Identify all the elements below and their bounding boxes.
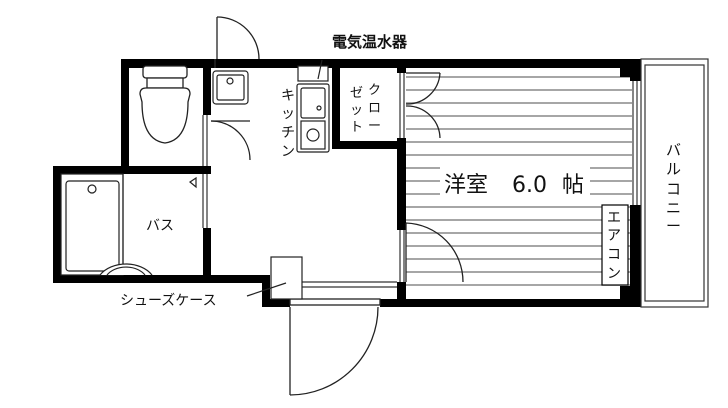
svg-text:ン: ン — [607, 266, 621, 282]
svg-text:ゼ: ゼ — [350, 86, 363, 101]
bath-label: バス — [146, 218, 174, 234]
svg-text:帖: 帖 — [562, 173, 584, 198]
svg-text:エ: エ — [607, 210, 621, 226]
svg-text:洋室: 洋室 — [444, 173, 488, 198]
room-label-bg — [440, 165, 590, 199]
svg-text:ー: ー — [368, 119, 381, 134]
kitchen-label: キ ッ チ ン — [281, 88, 295, 160]
room-floor-stripes — [406, 76, 632, 286]
toilet-fixture — [139, 65, 191, 144]
doors — [210, 16, 464, 396]
svg-text:キ: キ — [281, 88, 295, 104]
svg-text:ル: ル — [666, 160, 681, 178]
svg-text:ア: ア — [607, 228, 621, 244]
walls — [53, 59, 641, 307]
svg-text:コ: コ — [607, 247, 621, 263]
svg-text:バ: バ — [666, 141, 681, 159]
bathtub — [60, 173, 197, 276]
aircon-label: エ ア コ ン — [607, 210, 621, 282]
window-lines — [202, 59, 638, 288]
aircon-box — [601, 204, 629, 286]
svg-text:ニ: ニ — [666, 199, 681, 217]
shoe-case — [246, 256, 303, 300]
washbasin — [212, 70, 249, 105]
shoe-case-label: シューズケース — [120, 293, 217, 309]
svg-text:ン: ン — [281, 144, 295, 160]
svg-text:コ: コ — [666, 180, 681, 198]
closet-label: ゼ ッ ト ク ロ ー — [350, 83, 381, 135]
water-heater-label: 電気温水器 — [332, 33, 408, 51]
svg-text:ロ: ロ — [368, 101, 381, 116]
svg-text:ッ: ッ — [281, 106, 295, 122]
svg-text:6.0: 6.0 — [512, 173, 547, 198]
svg-text:ク: ク — [368, 83, 381, 98]
balcony-label: バ ル コ ニ ー — [666, 141, 681, 235]
room-label: 洋室 6.0 帖 — [444, 173, 584, 198]
kitchen-fixtures — [296, 59, 330, 153]
svg-text:ト: ト — [350, 120, 363, 135]
svg-text:ッ: ッ — [350, 103, 363, 118]
svg-text:ー: ー — [666, 217, 681, 235]
balcony — [640, 58, 709, 308]
svg-text:チ: チ — [281, 125, 295, 141]
